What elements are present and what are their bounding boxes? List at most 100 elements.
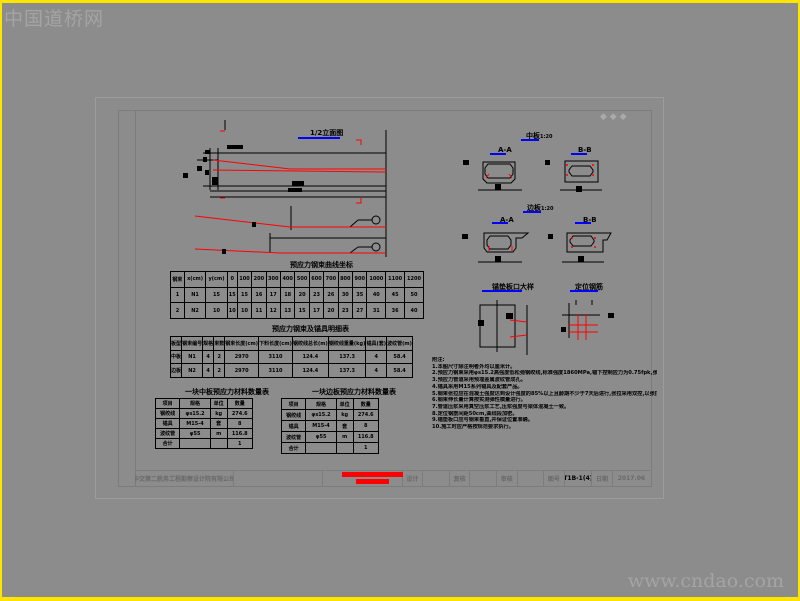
title-underline [298,137,340,139]
notes: 附注:1.本图尺寸除注明者外均以厘米计。2.预应力钢束采用φs15.2高强度低松… [432,357,657,431]
section-bb-label: B-B [578,146,592,154]
table-cell: 2 [213,349,226,365]
table-header: 板型钢束编号规格束数钢束长度(cm)下料长度(cm)钢绞线总长(m)钢绞线重量(… [169,336,413,351]
table-cell: 合计 [154,438,181,449]
elevation-marks [183,145,304,254]
note-line: 3.预应力管道采用预埋金属波纹管成孔。 [432,377,526,384]
table-cell: φs15.2 [179,408,211,419]
table-cell: N2 [181,363,204,378]
table-cell: 58.4 [386,363,413,378]
table-cell: 20 [294,286,310,304]
table-cell: 3110 [258,349,293,365]
note-line: 9.锚垫板口应与钢束垂直,并保证位置准确。 [432,417,533,424]
drawing-frame [135,110,652,487]
title-underline [490,153,506,155]
table-cell: 12 [265,302,281,319]
header-cell: 钢绞线重量(kg) [327,336,367,351]
note-line: 2.预应力钢束采用φs15.2高强度低松弛钢绞线,标准强度1860MPa,锚下控… [432,370,657,377]
title-underline [575,222,591,224]
header-cell: 规格 [179,398,211,409]
section-marks [462,160,614,332]
table-header: 项目规格单位数量 [154,398,253,409]
title-underline [492,222,508,224]
header-cell: 波纹管(m) [386,336,413,351]
title-underline [523,211,541,213]
note-line: 5.钢束张拉应在混凝土强度达到设计强度的85%以上且龄期不少于7天后进行,张拉采… [432,390,657,397]
edge-section-title: 边板1:20 [527,203,553,213]
header-cell: 数量 [352,398,379,410]
table-cell: 116.8 [352,431,379,443]
header-cell: 0 [226,271,238,288]
table-cell: 套 [335,420,354,432]
review-label: 复核 [450,471,471,486]
table-cell: 27 [351,302,368,319]
sheet-icons: ◆ ◆ ◆ [600,112,627,122]
header-cell: 600 [308,271,325,288]
table-cell: 15 [294,302,310,319]
header-cell: 锚具(套) [365,336,388,351]
drawing-no-label: 图号 [544,471,565,486]
table-cell: 8 [352,420,379,432]
detail-table-title: 预应力钢束及锚具明细表 [272,325,349,333]
title-underline [571,153,587,155]
drawing-title-redline-2 [356,479,389,484]
header-cell: 100 [236,271,253,288]
middle-section-scale: 1:20 [540,134,553,140]
sheet-side-strip [118,110,135,487]
note-line: 1.本图尺寸除注明者外均以厘米计。 [432,363,516,370]
header-cell: 300 [265,271,281,288]
section-aa-label: A-A [498,146,512,154]
table-cell: 合计 [280,442,307,454]
table-cell: 波纹管 [280,431,307,443]
section-bb-label-edge: B-B [583,216,597,224]
table-cell: m [335,431,354,443]
header-cell: x(cm) [183,271,207,288]
elevation-title: 1/2立面图 [310,129,344,137]
note-line: 4.锚具采用M15系列锚具及配套产品。 [432,383,523,390]
table-cell: 17 [265,286,281,304]
table-cell: 30 [337,286,354,304]
elevation-drawing [197,120,387,257]
table-cell: 40 [404,302,424,319]
note-line: 10.施工时应严格按规范要求执行。 [432,424,514,431]
header-cell: 项目 [154,398,181,409]
table-cell: 8 [226,418,253,429]
middle-section-title: 中板1:20 [526,131,552,141]
table-cell: M15-4 [305,420,337,432]
header-cell: 下料长度(cm) [258,336,293,351]
edge-material-title: 一块边板预应力材料数量表 [312,388,396,396]
header-cell: 规格 [305,398,337,410]
table-cell: 1 [170,286,185,304]
table-cell: 50 [404,286,424,304]
header-cell: 500 [294,271,310,288]
table-cell: M15-4 [179,418,211,429]
table-cell: 4 [365,363,388,378]
watermark-top: 中国道桥网 [4,8,105,30]
header-cell: 400 [279,271,296,288]
table-cell [179,438,211,449]
title-underline [521,139,539,141]
note-line: 6.钢束伸长量计算按实测弹性模量进行。 [432,397,526,404]
table-cell: 35 [351,286,368,304]
table-cell: 15 [226,286,238,304]
approve-value [518,471,545,486]
tendon-marker [371,242,381,252]
table-cell: kg [335,409,354,421]
header-cell: 1100 [385,271,405,288]
project-cell [234,471,324,486]
table-cell: 2 [213,363,226,378]
header-cell: 1200 [404,271,424,288]
table-cell: 4 [365,349,388,365]
title-underline [570,290,598,292]
table-cell: 13 [279,302,296,319]
